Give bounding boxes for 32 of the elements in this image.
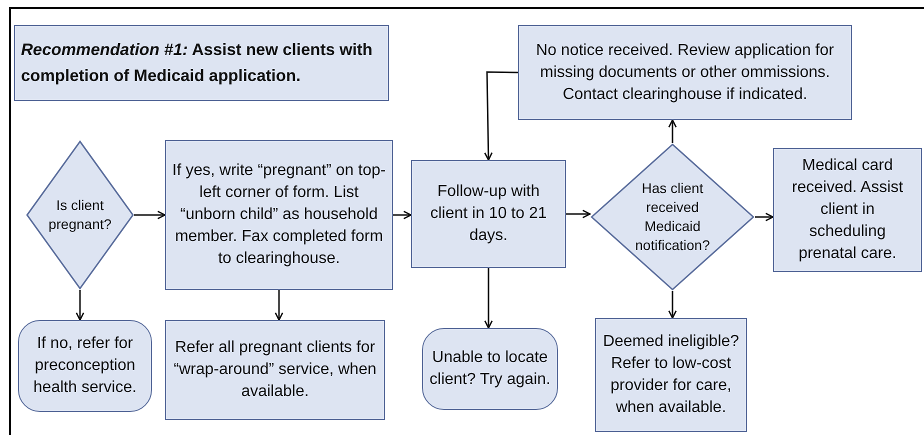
process-box — [773, 148, 922, 272]
box-text: No notice received. Review application for missing documents or other ommissions. Contact clearinghouse if indicated. — [535, 40, 835, 104]
decision-diamond — [26, 140, 134, 290]
arrow — [668, 291, 677, 319]
arrow — [566, 210, 591, 218]
arrow — [755, 212, 774, 222]
process-box — [165, 140, 393, 290]
arrow — [134, 210, 166, 220]
box-text: Is client pregnant? — [47, 196, 113, 234]
arrow — [484, 71, 518, 161]
rounded-box — [18, 320, 152, 412]
process-box — [165, 320, 385, 420]
arrow — [274, 290, 284, 321]
box-text: Medical card received. Assist client in scheduling prenatal care. — [790, 156, 904, 264]
box-text: Refer all pregnant clients for “wrap-around” service, when available. — [172, 338, 378, 402]
heading-box — [14, 25, 389, 101]
box-text: Unable to locate client? Try again. — [428, 348, 552, 390]
arrow — [393, 210, 412, 220]
box-text: If no, refer for preconception health service. — [32, 334, 138, 398]
box-text: Has client received Medicaid notification? — [634, 179, 711, 255]
heading-text: Recommendation #1: Assist new clients with completion of Medicaid application. — [20, 40, 374, 87]
process-box — [518, 25, 852, 120]
decision-diamond — [590, 143, 755, 291]
process-box — [595, 318, 747, 432]
box-text: If yes, write “pregnant” on top-left corner of form. List “unborn child” as household member. Fax completed form to clearinghouse. — [171, 161, 387, 269]
arrow — [668, 119, 677, 143]
process-box — [411, 160, 566, 268]
arrow — [484, 268, 493, 329]
rounded-box — [422, 328, 558, 410]
arrow — [76, 290, 84, 321]
box-text: Deemed ineligible? Refer to low-cost provider for care, when available. — [602, 332, 740, 418]
box-text: Follow-up with client in 10 to 21 days. — [429, 182, 548, 246]
